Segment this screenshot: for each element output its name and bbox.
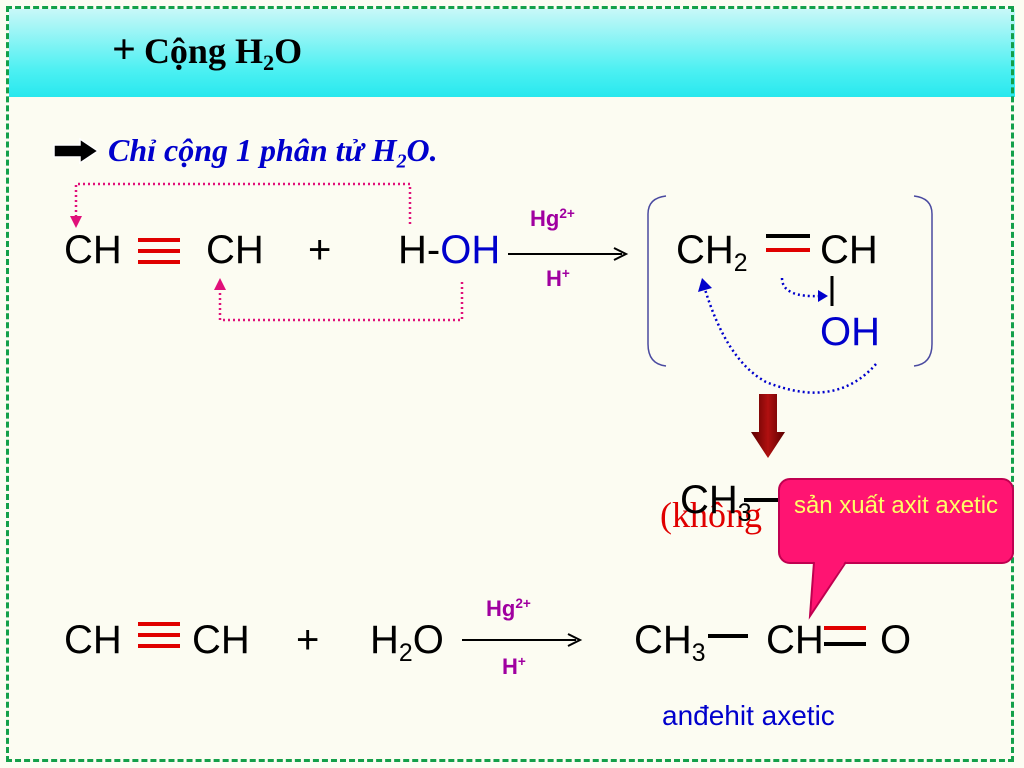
plus-icon: + [112,27,136,73]
bond-breaking-arrows [70,182,464,322]
triple-bond [138,238,180,264]
enol-ch: CH [820,228,878,272]
rearrangement-arrows [698,277,877,394]
plus-sign: + [308,228,332,272]
enol-ch2: CH2 [676,228,748,277]
callout-tail [808,560,847,620]
r2-catalyst-hg: Hg2+ [486,596,531,622]
reaction-arrow [508,247,629,261]
catalyst-h: H+ [546,266,570,292]
product-ch: CH [766,618,824,662]
callout-box: sản xuất axit axetic [778,478,1014,564]
slide-title: +Cộng H2O [112,27,303,76]
r2-ch-right: CH [192,618,250,662]
enol-oh: OH [820,310,880,354]
catalyst-hg: Hg2+ [530,206,575,232]
product-o: O [880,618,912,662]
r2-triple-bond [138,622,180,648]
note-text: Chỉ cộng 1 phân tử H2O. [108,132,438,173]
r2-ch-left: CH [64,618,122,662]
reactant-ch-right: CH [206,228,264,272]
product-double-bond [824,626,866,646]
double-bond [766,234,810,252]
r2-plus: + [296,618,320,662]
single-bond [830,276,834,306]
ch3-partial: CH3 [680,478,752,527]
product-ch3: CH3 [634,618,706,667]
product-name: anđehit axetic [662,700,835,731]
header-band [9,9,1015,97]
partial-bond [744,498,784,502]
r2-catalyst-h: H+ [502,654,526,680]
r2-water: H2O [370,618,444,667]
slide-frame [6,6,1014,762]
enol-bracket [647,195,933,367]
down-arrow-icon [751,394,785,458]
reactant-ch-left: CH [64,228,122,272]
water-formula: H-OH [398,228,501,272]
product-single-bond [708,634,748,638]
right-arrow-icon [53,138,100,164]
r2-reaction-arrow [462,633,583,647]
